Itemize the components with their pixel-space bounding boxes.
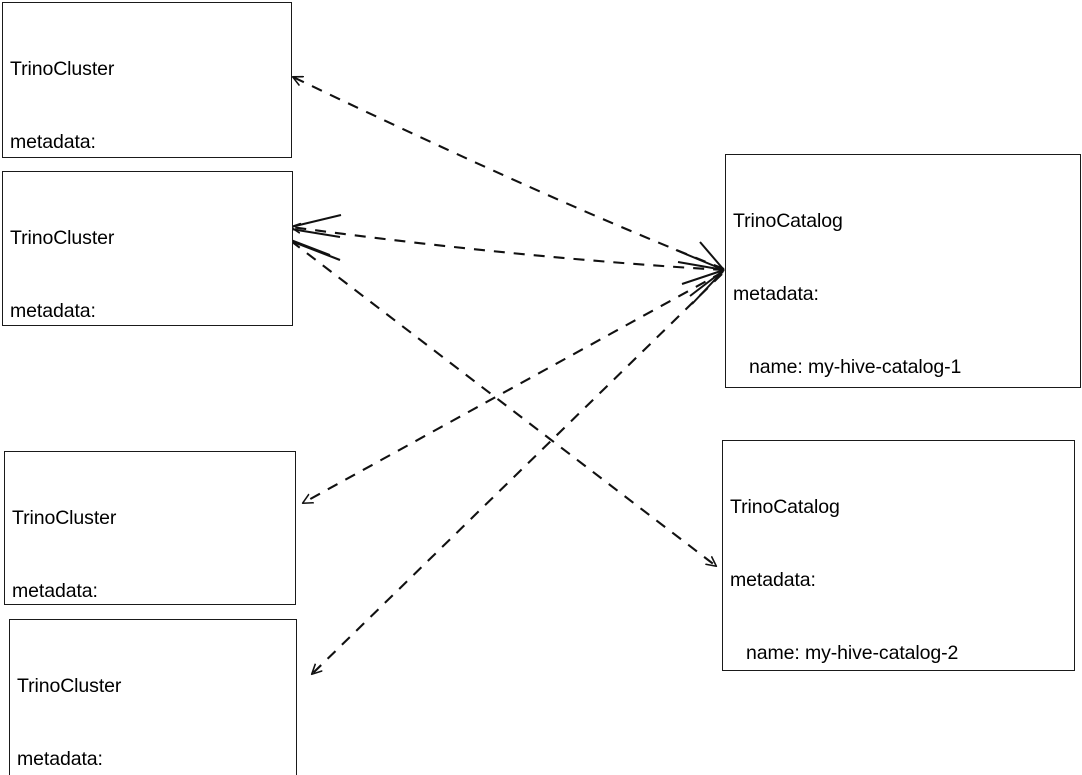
node-line: metadata: [10,131,96,154]
node-trinocluster-my-trino-green[interactable]: TrinoCluster metadata: name: my-trino-gr… [9,619,297,775]
arrowhead-catalog1-fan [675,241,725,305]
node-body: TrinoCluster metadata: name: my-trino-2 … [3,172,292,325]
node-line: TrinoCluster [10,58,115,81]
node-line: name: my-hive-catalog-1 [733,355,962,378]
node-line: TrinoCatalog [730,496,840,519]
node-line: metadata: [12,580,98,603]
edge-catalog1-to-my-trino-blue [303,271,724,503]
node-trinocluster-my-trino-blue[interactable]: TrinoCluster metadata: name: my-trino-bl… [4,451,296,605]
node-body: TrinoCluster metadata: name: my-trino-gr… [10,620,296,775]
node-body: TrinoCluster metadata: name: my-trino-bl… [5,452,295,604]
node-body: TrinoCatalog metadata: name: my-hive-cat… [723,441,1074,670]
node-line: metadata: [17,748,103,771]
node-trinocluster-my-trino[interactable]: TrinoCluster metadata: name: my-trino ca… [2,2,292,158]
arrowhead-cluster-my-trino-2-extra [290,214,342,256]
node-body: TrinoCatalog metadata: name: my-hive-cat… [726,155,1080,387]
node-trinocatalog-my-hive-catalog-1[interactable]: TrinoCatalog metadata: name: my-hive-cat… [725,154,1081,388]
edge-catalog1-to-my-trino-2 [291,227,725,272]
edge-catalog1-to-my-trino [293,77,725,270]
node-line: metadata: [10,300,96,323]
node-trinocluster-my-trino-2[interactable]: TrinoCluster metadata: name: my-trino-2 … [2,171,293,326]
node-line: TrinoCluster [10,227,115,250]
node-line: metadata: [730,569,816,592]
edge-my-trino-2-to-catalog2 [290,240,716,566]
node-line: metadata: [733,283,819,306]
node-line: TrinoCluster [12,507,117,530]
node-line: TrinoCluster [17,675,122,698]
node-body: TrinoCluster metadata: name: my-trino ca… [3,3,291,157]
node-line: name: my-hive-catalog-2 [730,641,959,664]
node-trinocatalog-my-hive-catalog-2[interactable]: TrinoCatalog metadata: name: my-hive-cat… [722,440,1075,671]
node-line: TrinoCatalog [733,210,843,233]
edge-catalog1-to-my-trino-green [312,273,723,674]
